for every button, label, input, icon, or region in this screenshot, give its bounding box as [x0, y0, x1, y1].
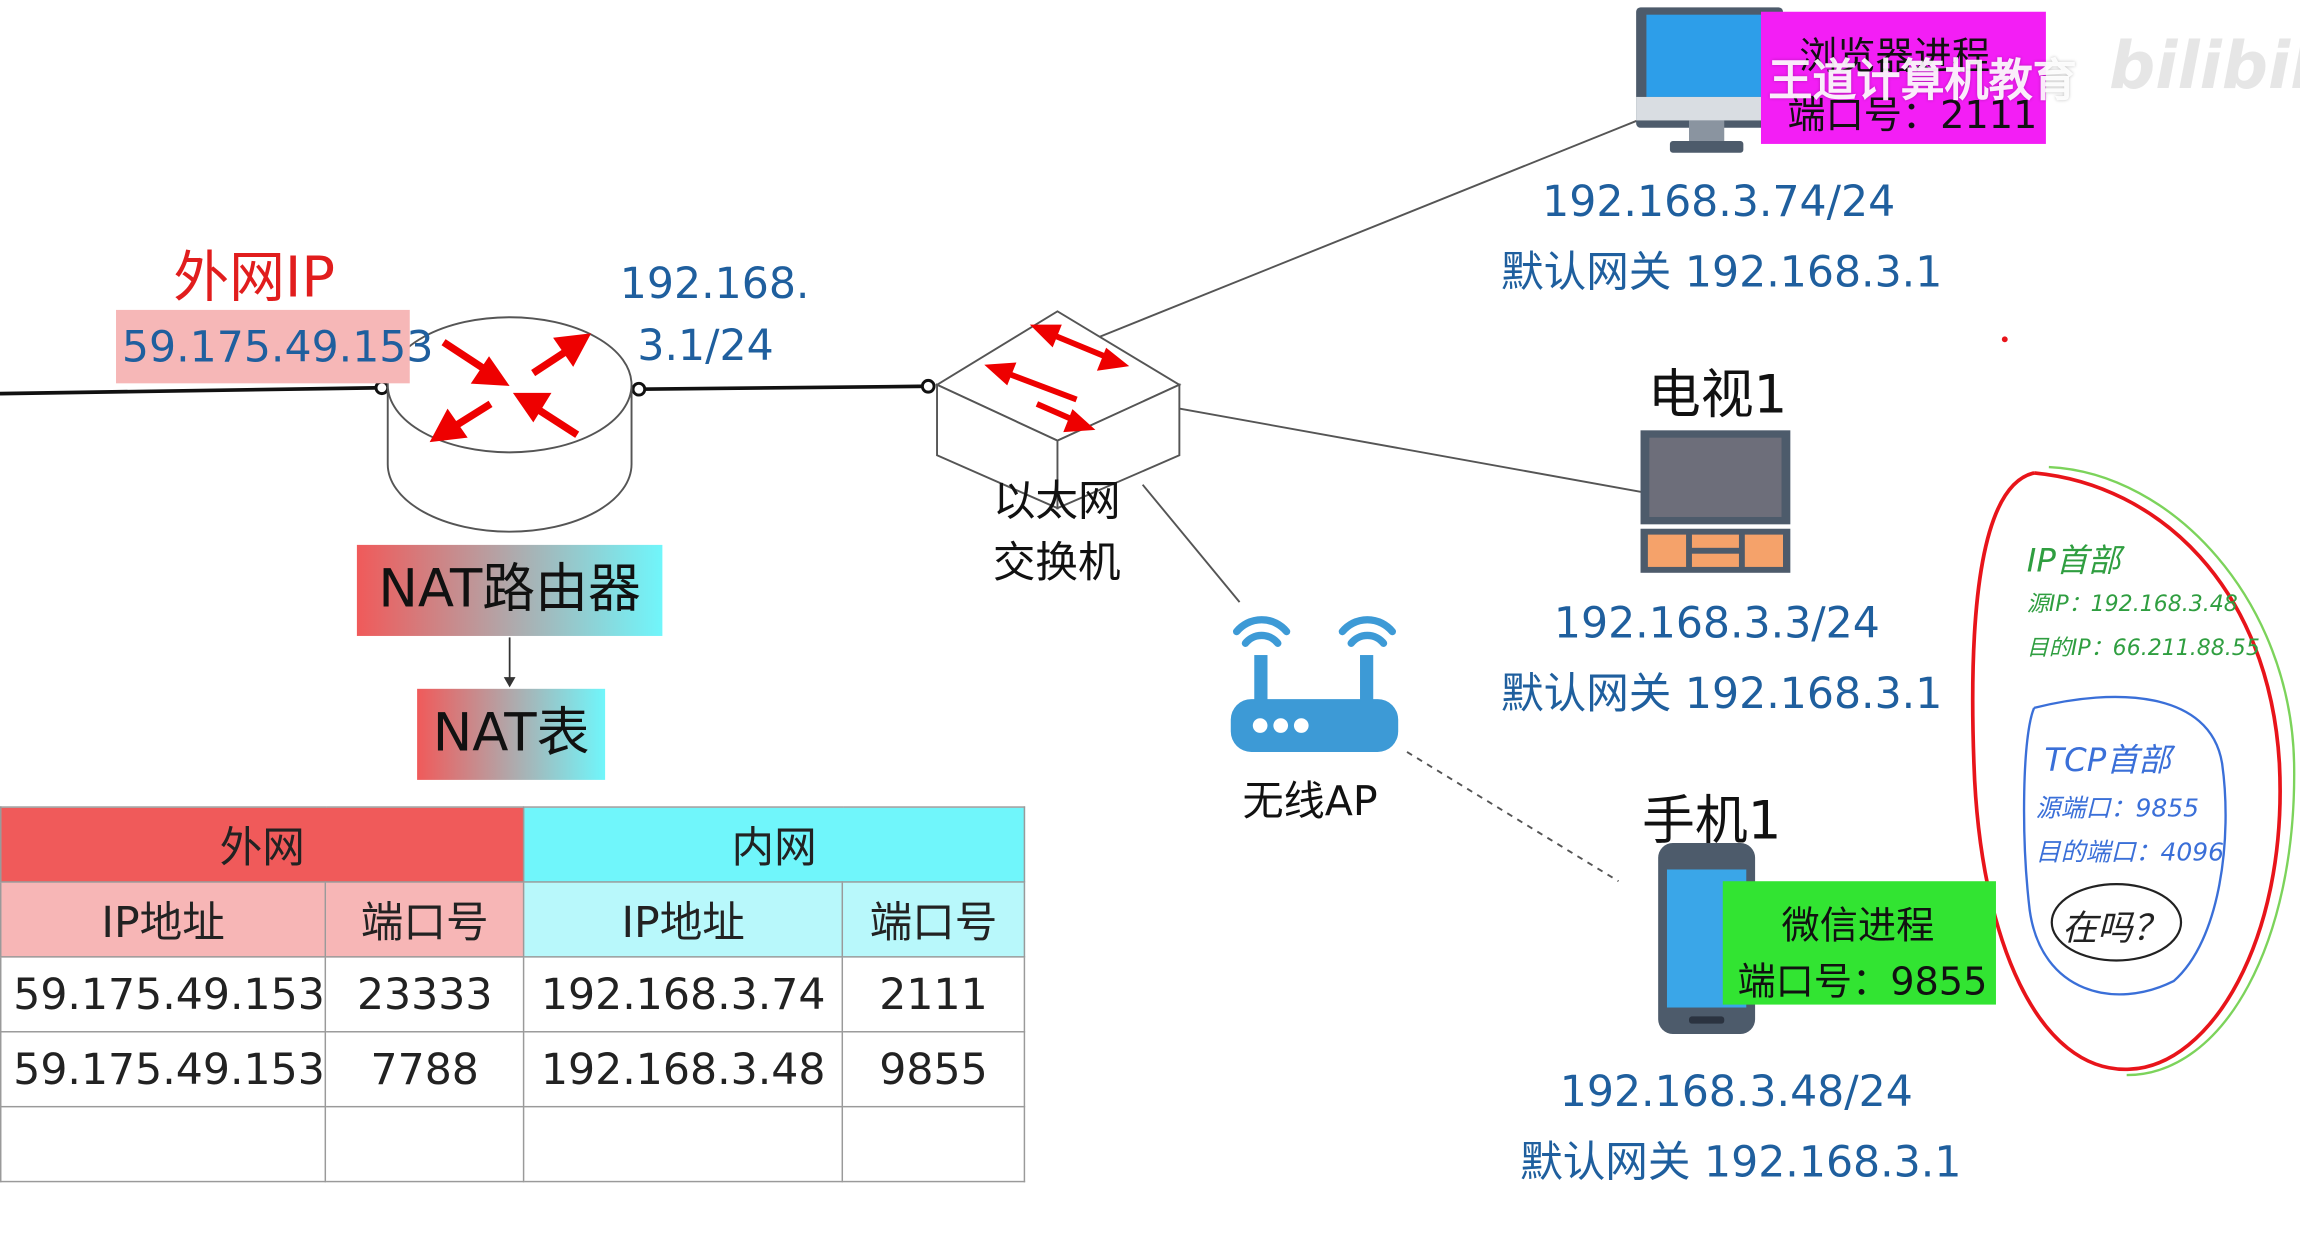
nat-table-group-wan: 外网 — [0, 806, 525, 883]
packet-dst-ip: 目的IP：66.211.88.55 — [2026, 634, 2260, 661]
nat-table-group-lan: 内网 — [523, 806, 1026, 883]
nat-table-header: IP地址 — [0, 881, 327, 958]
phone-process-name: 微信进程 — [1781, 904, 1935, 949]
switch-label-line2: 交换机 — [992, 537, 1121, 588]
table-cell: 59.175.49.153 — [0, 1031, 327, 1108]
packet-ip-header: IP首部 — [2026, 543, 2121, 581]
table-cell: 192.168.3.74 — [523, 956, 844, 1033]
table-cell: 9855 — [841, 1031, 1026, 1108]
table-cell: 192.168.3.48 — [523, 1031, 844, 1108]
table-cell — [841, 1105, 1026, 1183]
phone-name: 手机1 — [1642, 791, 1782, 852]
pc-process-name: 浏览器进程 — [1799, 35, 1991, 80]
table-cell — [0, 1105, 327, 1183]
pc-ip: 192.168.3.74/24 — [1542, 176, 1896, 227]
table-cell: 59.175.49.153 — [0, 956, 327, 1033]
table-cell: 23333 — [324, 956, 525, 1033]
nat-table-header: 端口号 — [841, 881, 1026, 958]
packet-tcp-header: TCP首部 — [2044, 743, 2171, 780]
nat-table-header: 端口号 — [324, 881, 525, 958]
tv-name: 电视1 — [1647, 365, 1788, 426]
watermark-bilibili-logo: bilibili — [2109, 29, 2300, 105]
wan-ip-title: 外网IP — [173, 245, 336, 310]
table-row — [0, 1105, 1026, 1183]
router-lan-ip-line2: 3.1/24 — [637, 320, 774, 371]
router-lan-ip-line1: 192.168. — [619, 258, 810, 309]
nat-table-header: IP地址 — [523, 881, 844, 958]
table-row: 59.175.49.153 23333 192.168.3.74 2111 — [0, 956, 1026, 1033]
table-cell: 7788 — [324, 1031, 525, 1108]
tv-gateway: 默认网关 192.168.3.1 — [1501, 668, 1943, 719]
nat-router-label: NAT路由器 — [356, 544, 663, 636]
phone-process-tag: 微信进程 端口号：9855 — [1722, 881, 1996, 1005]
phone-ip: 192.168.3.48/24 — [1559, 1066, 1913, 1117]
pc-process-tag: 浏览器进程 端口号：2111 — [1760, 11, 2046, 144]
table-cell — [324, 1105, 525, 1183]
switch-label-line1: 以太网 — [992, 475, 1121, 526]
watermark-org: 王道计算机教育 — [1768, 55, 2077, 108]
packet-src-ip: 源IP：192.168.3.48 — [2026, 590, 2238, 617]
nat-table: 外网 内网 IP地址 端口号 IP地址 端口号 59.175.49.153 23… — [0, 806, 1026, 1183]
table-row: 59.175.49.153 7788 192.168.3.48 9855 — [0, 1031, 1026, 1108]
table-cell: 2111 — [841, 956, 1026, 1033]
table-cell — [523, 1105, 844, 1183]
nat-table-label: NAT表 — [417, 688, 606, 780]
pc-gateway: 默认网关 192.168.3.1 — [1501, 246, 1943, 297]
wan-ip-address: 59.175.49.153 — [116, 309, 434, 384]
phone-process-port: 端口号：9855 — [1737, 960, 1988, 1005]
packet-src-port: 源端口：9855 — [2035, 794, 2200, 824]
wireless-ap-label: 无线AP — [1242, 776, 1378, 826]
phone-gateway: 默认网关 192.168.3.1 — [1520, 1136, 1962, 1187]
pc-process-port: 端口号：2111 — [1787, 93, 2038, 139]
packet-payload: 在吗？ — [2062, 907, 2168, 949]
packet-dst-port: 目的端口：4096 — [2035, 838, 2225, 869]
tv-ip: 192.168.3.3/24 — [1553, 597, 1880, 648]
